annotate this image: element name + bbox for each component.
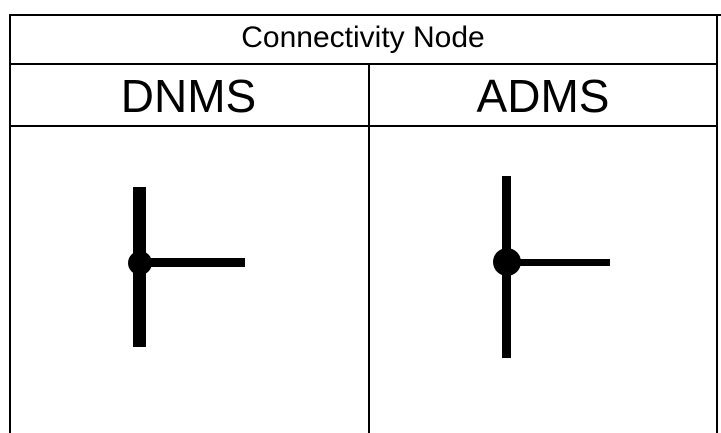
column-header-adms: ADMS <box>476 70 610 122</box>
adms-node-dot <box>493 248 521 276</box>
header-row-divider <box>9 125 718 127</box>
dnms-node-dot <box>128 251 152 275</box>
table-top-border <box>9 14 721 16</box>
adms-connectivity-node-symbol <box>493 176 610 358</box>
column-divider <box>368 63 370 433</box>
column-header-dnms: DNMS <box>120 70 257 122</box>
table-title: Connectivity Node <box>241 21 485 54</box>
dnms-horizontal-bar <box>140 258 245 267</box>
adms-horizontal-bar <box>507 259 610 266</box>
title-row-divider <box>9 63 718 65</box>
table-right-border <box>716 14 718 433</box>
table-left-border <box>9 14 11 433</box>
dnms-connectivity-node-symbol <box>128 187 245 347</box>
